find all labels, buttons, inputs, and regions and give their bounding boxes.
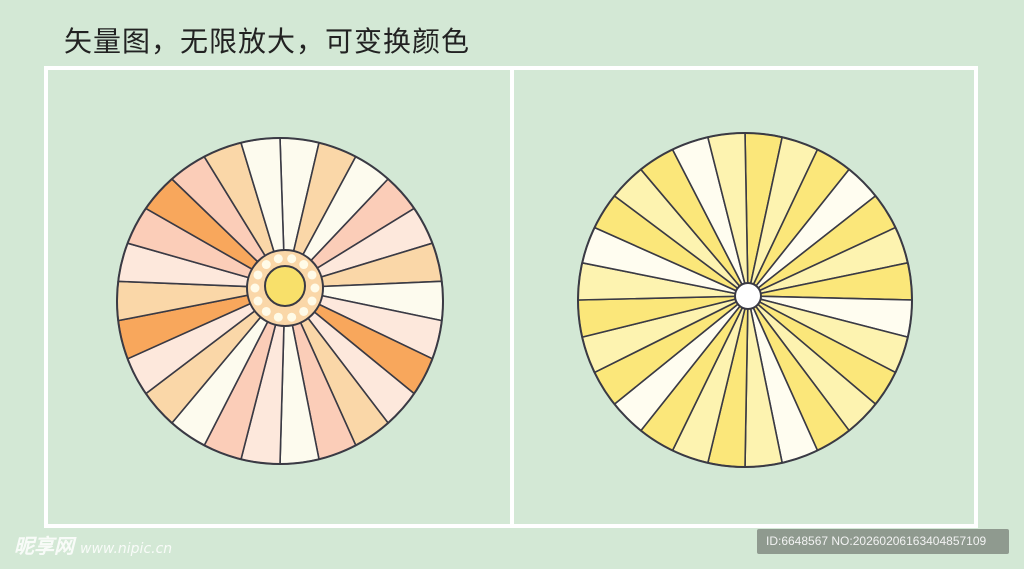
right-frame [510,66,978,528]
ring-dot [287,254,297,264]
ring-dot [287,312,297,322]
left-sun-disc [116,137,444,465]
image-id-label: ID:6648567 NO:20260206163404857109 [757,529,1009,554]
ring-dot [307,270,317,280]
center-circle [734,282,762,310]
ring-dot [310,283,320,293]
ring-dot [253,296,263,306]
center-circle [264,265,306,307]
ring-dot [299,306,309,316]
ring-dot [273,312,283,322]
ring-dot [273,254,283,264]
ring-dot [261,306,271,316]
ring-dot [253,270,263,280]
disc-outline [116,137,444,465]
ring-dot [299,260,309,270]
ring-dot [250,283,260,293]
ring-dot [307,296,317,306]
right-sun-disc [577,132,913,468]
page-title: 矢量图，无限放大，可变换颜色 [64,25,471,58]
ring-dot [261,260,271,270]
disc-outline [577,132,913,468]
